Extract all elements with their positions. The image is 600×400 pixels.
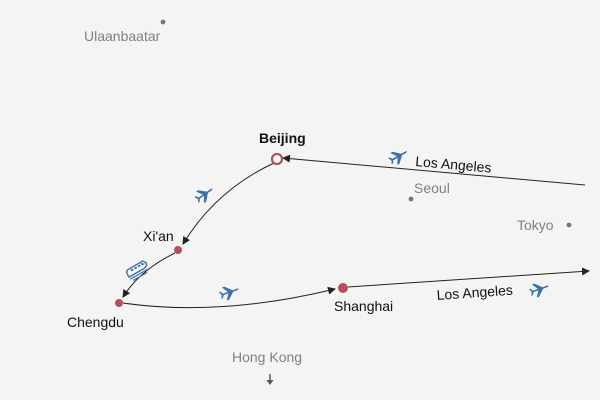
route-los-angeles-to-beijing [282,154,586,186]
train-icon [126,260,148,281]
tokyo-label: Tokyo [517,217,554,233]
route-shanghai-to-los-angeles [347,267,590,288]
chengdu-label: Chengdu [67,314,124,330]
route-chengdu-to-shanghai [122,286,336,309]
arrow-down-icon [266,374,274,385]
beijing-marker[interactable] [270,152,284,166]
ulaanbaatar-dot [160,19,166,25]
beijing-label: Beijing [259,130,306,146]
shanghai-marker[interactable] [338,283,348,293]
tokyo-dot [566,222,572,228]
shanghai-label: Shanghai [334,298,393,314]
arrival-from-label: Los Angeles [415,153,492,176]
xian-label: Xi'an [143,228,174,244]
ulaanbaatar-label: Ulaanbaatar [84,28,161,44]
xian-marker[interactable] [174,246,182,254]
chengdu-marker[interactable] [115,299,123,307]
departure-to-label: Los Angeles [436,282,513,303]
route-xian-to-chengdu [122,252,176,298]
hong-kong-label: Hong Kong [232,349,302,365]
route-beijing-to-xian [182,162,275,245]
seoul-dot [408,196,414,202]
seoul-label: Seoul [414,180,450,196]
